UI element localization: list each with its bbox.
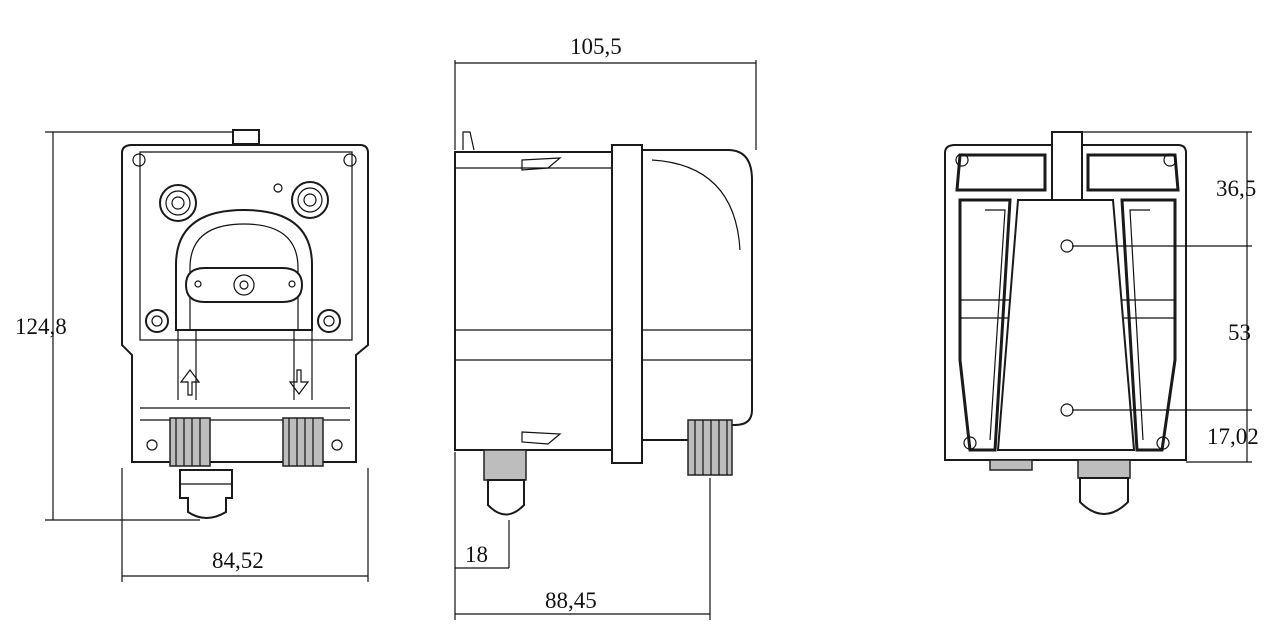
side-view (454, 60, 757, 620)
clamp-band (611, 144, 643, 464)
side-body (454, 151, 613, 451)
dim-rear-bottom: 17,02 (1207, 424, 1259, 449)
dim-front-height: 124,8 (15, 314, 67, 339)
rear-center-panel (996, 199, 1136, 451)
front-view (45, 129, 369, 582)
dim-side-depth: 88,45 (545, 588, 597, 613)
arrow-down-icon (288, 369, 310, 395)
dim-side-fitting: 18 (465, 542, 488, 567)
rear-view (944, 131, 1252, 515)
knob-left (159, 184, 197, 222)
arrow-up-icon (179, 369, 201, 396)
dim-rear-top: 36,5 (1216, 176, 1256, 201)
knob-right (291, 181, 329, 219)
dim-front-width: 84,52 (212, 548, 264, 573)
cable-gland-rear (1079, 477, 1129, 515)
cable-gland-side (487, 479, 525, 516)
dim-side-width: 105,5 (570, 34, 622, 59)
dim-rear-middle: 53 (1228, 320, 1251, 345)
side-head (641, 149, 753, 441)
cable-gland-front (179, 469, 233, 519)
rotor-plate (184, 267, 304, 303)
